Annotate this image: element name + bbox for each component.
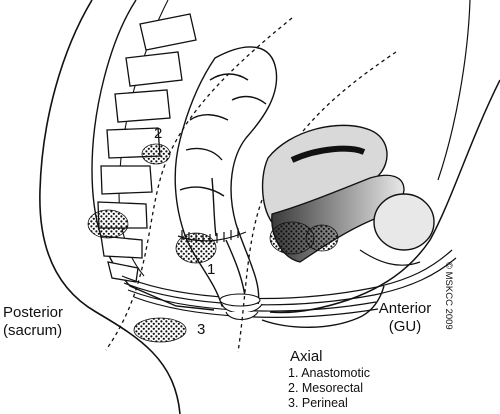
legend-item-anastomotic: 1. Anastomotic bbox=[288, 366, 370, 380]
anastomotic-recurrence bbox=[175, 232, 217, 264]
presacral-recurrence bbox=[87, 209, 129, 239]
copyright-notice: © MSKCC 2009 bbox=[443, 262, 454, 330]
site-number-1: 1 bbox=[207, 261, 216, 278]
anterior-label-line2: (GU) bbox=[388, 318, 422, 335]
posterior-label: Posterior (sacrum) bbox=[3, 304, 63, 340]
legend-title: Axial bbox=[290, 348, 323, 365]
anterior-label: Anterior (GU) bbox=[378, 300, 432, 336]
posterior-label-line2: (sacrum) bbox=[3, 322, 63, 339]
anal-canal bbox=[219, 293, 263, 321]
site-number-2: 2 bbox=[154, 125, 163, 142]
site-number-3: 3 bbox=[197, 321, 206, 338]
recurrence-sites bbox=[87, 143, 339, 343]
anterior-recurrence-right bbox=[305, 224, 339, 252]
legend: Axial 1. Anastomotic 2. Mesorectal 3. Pe… bbox=[288, 348, 370, 411]
bladder bbox=[373, 193, 435, 251]
abdominal-wall-outline bbox=[437, 0, 471, 181]
legend-item-mesorectal: 2. Mesorectal bbox=[288, 381, 364, 395]
perineal-recurrence bbox=[133, 317, 187, 343]
posterior-body-outline bbox=[39, 0, 181, 414]
urethra bbox=[359, 249, 421, 266]
colon bbox=[174, 46, 278, 307]
anterior-label-line1: Anterior bbox=[378, 300, 432, 317]
mesorectal-recurrence bbox=[141, 143, 171, 165]
perineum-outline bbox=[261, 285, 385, 328]
legend-item-perineal: 3. Perineal bbox=[288, 396, 348, 410]
mesorectal-dashed-margins bbox=[105, 17, 397, 353]
posterior-label-line1: Posterior bbox=[3, 304, 64, 321]
anterior-body-outline bbox=[269, 79, 500, 314]
